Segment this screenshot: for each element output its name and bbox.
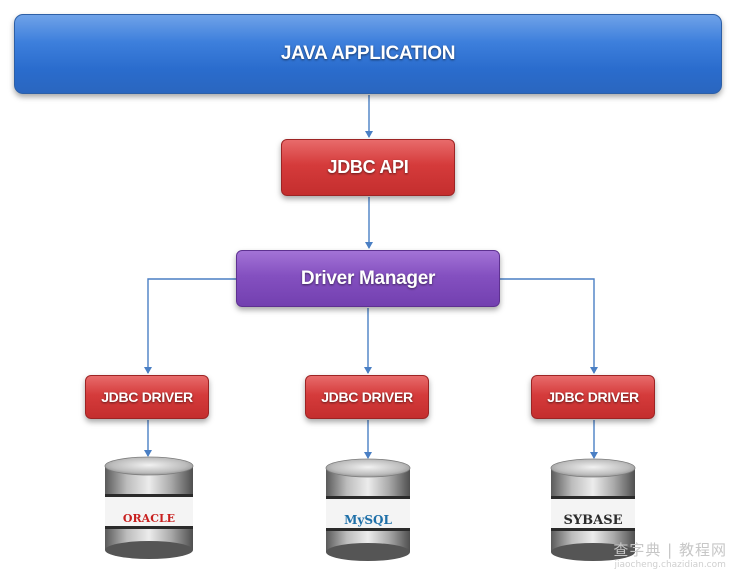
oracle-database-icon xyxy=(103,456,195,560)
database-cylinder-icon xyxy=(550,458,636,561)
driver-manager-label: Driver Manager xyxy=(300,267,436,289)
java-application-label: JAVA APPLICATION xyxy=(280,43,456,64)
java-application-box: JAVA APPLICATION xyxy=(14,14,722,94)
sybase-database-icon xyxy=(549,458,637,562)
mysql-logo-label: MySQL xyxy=(344,513,392,527)
jdbc-driver-label-2: JDBC DRIVER xyxy=(321,389,413,405)
sybase-logo-label: SYBASE xyxy=(563,513,623,528)
watermark-title: 查字典 | 教程网 xyxy=(613,541,727,559)
jdbc-driver-label-1: JDBC DRIVER xyxy=(101,389,193,405)
jdbc-driver-box-2: JDBC DRIVER xyxy=(305,375,429,419)
jdbc-driver-label-3: JDBC DRIVER xyxy=(547,389,639,405)
database-cylinder-icon xyxy=(104,456,194,559)
watermark: 查字典 | 教程网 jiaocheng.chazidian.com xyxy=(613,539,727,570)
jdbc-driver-box-1: JDBC DRIVER xyxy=(85,375,209,419)
mysql-database-icon xyxy=(324,458,412,562)
driver-manager-box: Driver Manager xyxy=(236,250,500,307)
arrow-manager-to-driver-3 xyxy=(500,278,598,374)
watermark-url: jiaocheng.chazidian.com xyxy=(614,560,726,570)
jdbc-api-box: JDBC API xyxy=(281,139,455,196)
jdbc-api-label: JDBC API xyxy=(327,157,409,177)
jdbc-driver-box-3: JDBC DRIVER xyxy=(531,375,655,419)
database-cylinder-icon xyxy=(325,458,411,561)
arrow-manager-to-driver-1 xyxy=(144,278,236,374)
oracle-logo-label: ORACLE xyxy=(122,512,176,525)
